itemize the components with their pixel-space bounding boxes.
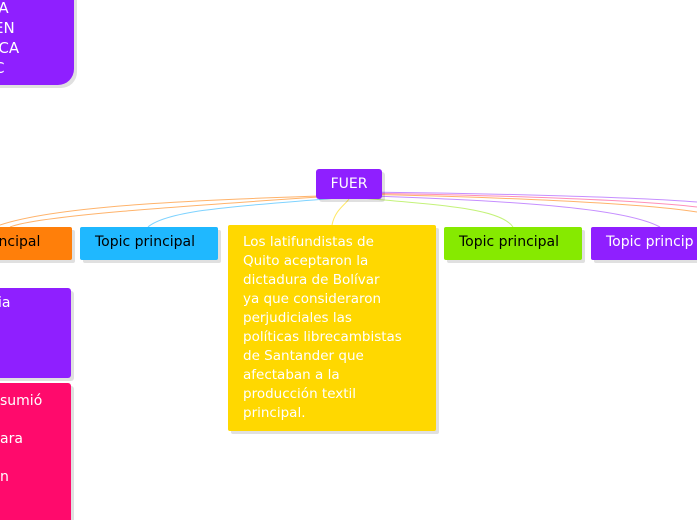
topic-blue[interactable]: Topic principal xyxy=(80,227,218,260)
top-left-node[interactable]: IA EN ICA C xyxy=(0,0,74,85)
left-purple-subtopic[interactable]: ia xyxy=(0,288,71,378)
yellow-line-10: principal. xyxy=(243,405,306,421)
left-pink-line-1: sumió xyxy=(0,393,43,409)
yellow-line-2: Quito aceptaron la xyxy=(243,253,369,269)
connector-to-yellow-topic xyxy=(331,198,350,226)
topic-purple-label: Topic princip xyxy=(606,234,694,250)
connector-to-orange-topic xyxy=(0,194,350,226)
yellow-line-7: de Santander que xyxy=(243,348,364,364)
connector-offscreen-1 xyxy=(348,192,697,208)
yellow-line-8: afectaban a la xyxy=(243,367,340,383)
topic-orange-label: principal xyxy=(0,234,41,250)
yellow-line-6: políticas librecambistas xyxy=(243,329,402,345)
connector-to-orange-topic-2 xyxy=(9,194,350,228)
topic-purple[interactable]: Topic princip xyxy=(591,227,697,260)
top-left-line-1: IA xyxy=(0,0,9,17)
connector-offscreen-3 xyxy=(348,191,697,203)
top-left-line-2: EN xyxy=(0,19,15,37)
top-left-line-3: ICA xyxy=(0,39,20,57)
topic-green-label: Topic principal xyxy=(459,234,560,250)
yellow-line-1: Los latifundistas de xyxy=(243,234,374,250)
top-left-line-4: C xyxy=(0,58,74,78)
connector-to-blue-topic xyxy=(147,196,350,228)
connector-to-green-topic xyxy=(348,196,514,228)
central-topic[interactable]: FUER xyxy=(316,169,382,199)
yellow-line-5: perjudiciales las xyxy=(243,310,352,326)
connector-offscreen-2 xyxy=(348,193,697,213)
yellow-line-4: ya que consideraron xyxy=(243,291,382,307)
left-pink-line-2: ara xyxy=(0,431,23,447)
yellow-line-9: producción textil xyxy=(243,386,357,402)
topic-green[interactable]: Topic principal xyxy=(444,227,582,260)
left-pink-line-3: n xyxy=(0,469,9,485)
topic-blue-label: Topic principal xyxy=(95,234,196,250)
left-purple-text: ia xyxy=(0,295,11,311)
topic-yellow-latifundistas[interactable]: Los latifundistas de Quito aceptaron la … xyxy=(228,225,436,431)
central-topic-label: FUER xyxy=(330,176,368,192)
connector-to-purple-topic xyxy=(348,194,661,228)
yellow-line-3: dictadura de Bolívar xyxy=(243,272,380,288)
topic-orange[interactable]: principal xyxy=(0,227,72,260)
left-pink-subtopic[interactable]: sumió ara n xyxy=(0,383,71,520)
